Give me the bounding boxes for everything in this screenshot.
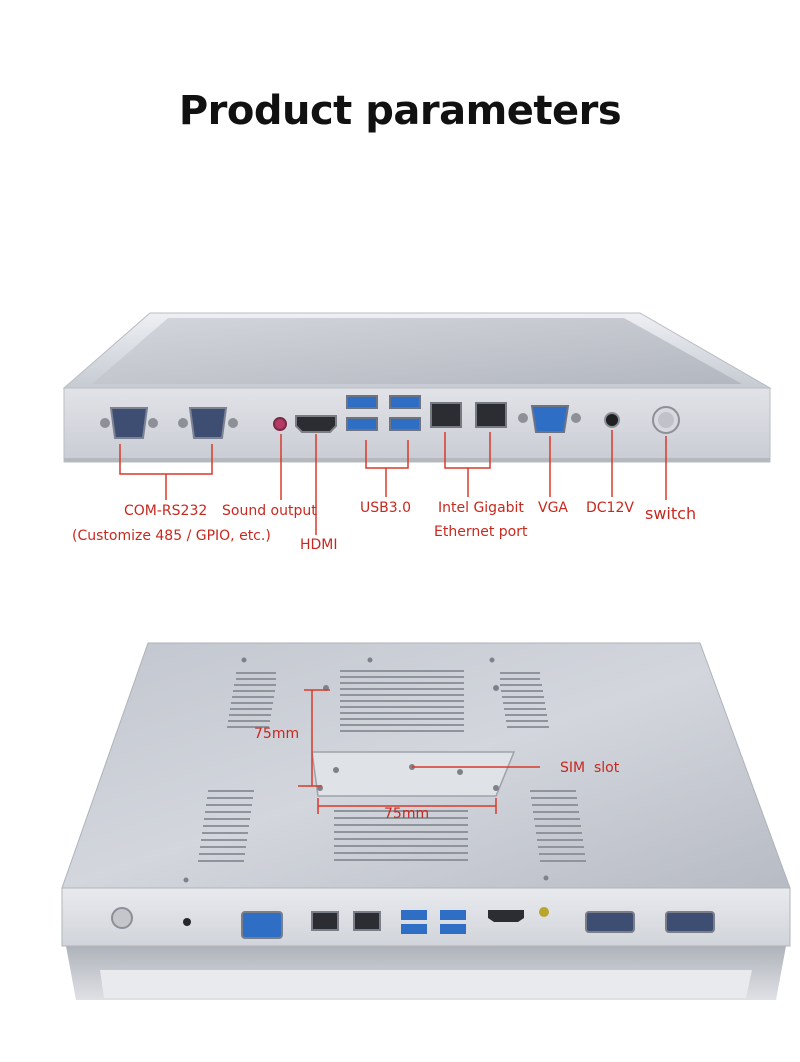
- vent-left-bottom: [198, 790, 254, 862]
- label-sound-output: Sound output: [222, 503, 317, 519]
- vent-center-top: [340, 670, 464, 732]
- page-title: Product parameters: [178, 88, 622, 134]
- label-usb: USB3.0: [360, 500, 412, 516]
- label-lan-1: Intel Gigabit: [438, 500, 524, 516]
- top-callout-lines: [119, 430, 667, 535]
- vga-port: [518, 405, 581, 433]
- top-device: [62, 312, 772, 463]
- power-switch: [652, 406, 680, 434]
- bottom-ports: [111, 907, 715, 939]
- hdmi-port: [295, 415, 337, 433]
- label-sim-slot: SIM slot: [560, 760, 620, 776]
- usb-ports: [346, 395, 421, 431]
- label-switch: switch: [645, 504, 697, 523]
- dc-jack: [604, 412, 620, 428]
- lan-ports: [430, 402, 507, 428]
- label-dc12v: DC12V: [586, 500, 634, 516]
- sim-slot-cover: [311, 751, 516, 797]
- label-vesa-horizontal: 75mm: [384, 806, 430, 822]
- label-com-note: (Customize 485 / GPIO, etc.): [72, 528, 271, 544]
- label-vesa-vertical: 75mm: [254, 726, 300, 742]
- vent-right-top: [500, 672, 549, 728]
- screws: [183, 657, 549, 883]
- label-com-rs232: COM-RS232: [124, 503, 208, 519]
- label-vga: VGA: [538, 500, 569, 516]
- label-hdmi: HDMI: [300, 537, 338, 553]
- label-lan-2: Ethernet port: [434, 524, 528, 540]
- vent-center-bottom: [334, 810, 468, 861]
- com-port-2: [178, 407, 238, 439]
- vent-right-bottom: [530, 790, 586, 862]
- bottom-callout-lines: [298, 689, 540, 814]
- com-port-1: [100, 407, 158, 439]
- audio-jack: [273, 417, 287, 431]
- vent-left-top: [227, 672, 276, 728]
